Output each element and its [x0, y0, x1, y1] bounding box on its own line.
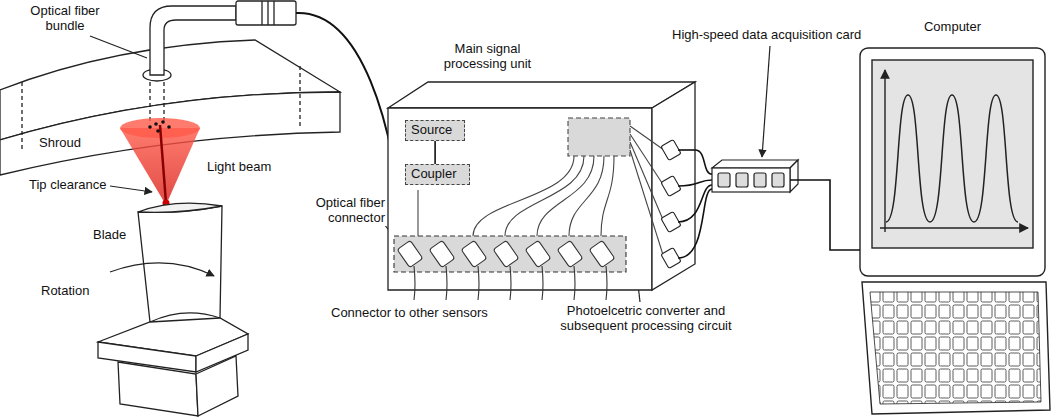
light-beam — [161, 120, 165, 124]
source-box: Source — [405, 120, 465, 141]
turbine-blade — [118, 362, 198, 416]
output-connectors — [678, 180, 712, 186]
connector-row — [525, 240, 551, 267]
motion-label: Rotation — [40, 284, 90, 299]
computer-drawing — [886, 95, 1018, 222]
fiber-probe — [163, 75, 164, 124]
connector-row — [574, 266, 575, 300]
processing-unit-box: Main signal processing unitSourceCoupler — [388, 82, 695, 290]
photoelectric-converter — [601, 156, 614, 236]
shroud — [299, 66, 300, 128]
light-beam — [120, 118, 200, 207]
connector-row — [478, 266, 479, 300]
connector-row — [461, 240, 487, 267]
photoelectric-converter — [473, 156, 574, 236]
photoelectric-converter — [630, 142, 664, 222]
cable-connector — [695, 150, 712, 174]
leader-lines — [762, 46, 770, 157]
connector-row — [414, 266, 415, 300]
connector-row — [493, 240, 519, 267]
fiber-probe — [273, 1, 274, 25]
acquisition-card-body — [772, 173, 784, 187]
computer-drawing — [880, 227, 1028, 228]
acquisition-card-body — [712, 160, 798, 192]
shroud — [21, 82, 22, 150]
computer-heading: Computer — [860, 20, 1045, 35]
light-beam — [160, 125, 166, 203]
part-label: Blade — [92, 228, 127, 243]
leader-lines — [110, 186, 152, 192]
photoelectric-converter — [568, 118, 630, 156]
turbine-blade — [138, 206, 222, 322]
acquisition-card: High-speed data acquisition card — [712, 168, 790, 192]
photoelectric-converter — [569, 156, 604, 236]
fiber-probe — [261, 1, 262, 25]
part-label: Tip clearance — [28, 178, 108, 193]
part-label: Optical fiber bundle — [18, 4, 112, 34]
connector-row — [589, 240, 615, 267]
photoelectric-converter — [537, 156, 594, 236]
part-label: Optical fiber connector — [296, 196, 386, 226]
photoelectric-converter — [630, 134, 664, 186]
computer: Computer — [860, 48, 1045, 276]
light-beam — [167, 125, 171, 129]
output-connectors — [678, 185, 712, 222]
card-heading: High-speed data acquisition card — [672, 28, 861, 43]
part-label: Connector to other sensors — [330, 306, 489, 321]
fiber-probe — [236, 1, 296, 25]
processing-unit-housing — [388, 108, 652, 290]
fiber-probe — [149, 75, 150, 124]
computer-drawing — [872, 60, 1033, 248]
part-label: Shroud — [38, 136, 82, 151]
light-beam — [154, 122, 158, 126]
unit-heading: Main signal processing unit — [430, 42, 545, 72]
turbine-blade — [196, 356, 238, 416]
computer-drawing — [870, 292, 1041, 404]
connector-row — [510, 266, 511, 300]
computer-drawing — [884, 70, 885, 232]
leader-lines — [90, 36, 147, 58]
connector-row — [397, 240, 423, 267]
coupler-box: Coupler — [405, 164, 470, 185]
photoelectric-converter — [630, 150, 664, 258]
fiber-probe — [150, 6, 236, 75]
acquisition-card-body — [790, 160, 798, 192]
output-connectors — [661, 140, 712, 269]
photoelectric-converter — [630, 126, 664, 150]
part-label: Light beam — [206, 160, 272, 175]
connector-row — [542, 266, 543, 300]
connector-row — [557, 240, 583, 267]
fiber-probe — [267, 1, 268, 25]
photoelectric-converter — [505, 156, 584, 236]
processing-unit-housing — [388, 82, 695, 290]
part-label: Photoelcetric converter and subsequent p… — [545, 304, 747, 334]
coupler-label: Coupler — [411, 167, 457, 182]
light-beam — [148, 125, 152, 129]
leader-lines — [110, 263, 214, 276]
processing-unit-housing — [388, 82, 695, 108]
acquisition-card-body — [736, 173, 748, 187]
connector-row — [429, 240, 455, 267]
light-beam — [156, 129, 160, 133]
cable-connector — [790, 180, 860, 250]
acquisition-card-body — [718, 173, 730, 187]
computer-drawing — [860, 48, 1050, 414]
connector-row — [394, 236, 626, 300]
acquisition-card-body — [712, 160, 798, 168]
output-connectors — [678, 149, 695, 151]
leader-lines — [90, 36, 770, 302]
photoelectric-converter — [417, 190, 418, 236]
computer-drawing — [860, 48, 1045, 276]
connector-row — [446, 266, 447, 300]
connector-row — [606, 266, 607, 300]
cable-connector — [434, 141, 436, 164]
output-connectors — [678, 189, 712, 258]
acquisition-card-body — [712, 168, 790, 192]
source-label: Source — [411, 123, 452, 138]
acquisition-card-body — [754, 173, 766, 187]
computer-drawing — [862, 282, 1050, 414]
turbine-blade — [138, 203, 222, 212]
